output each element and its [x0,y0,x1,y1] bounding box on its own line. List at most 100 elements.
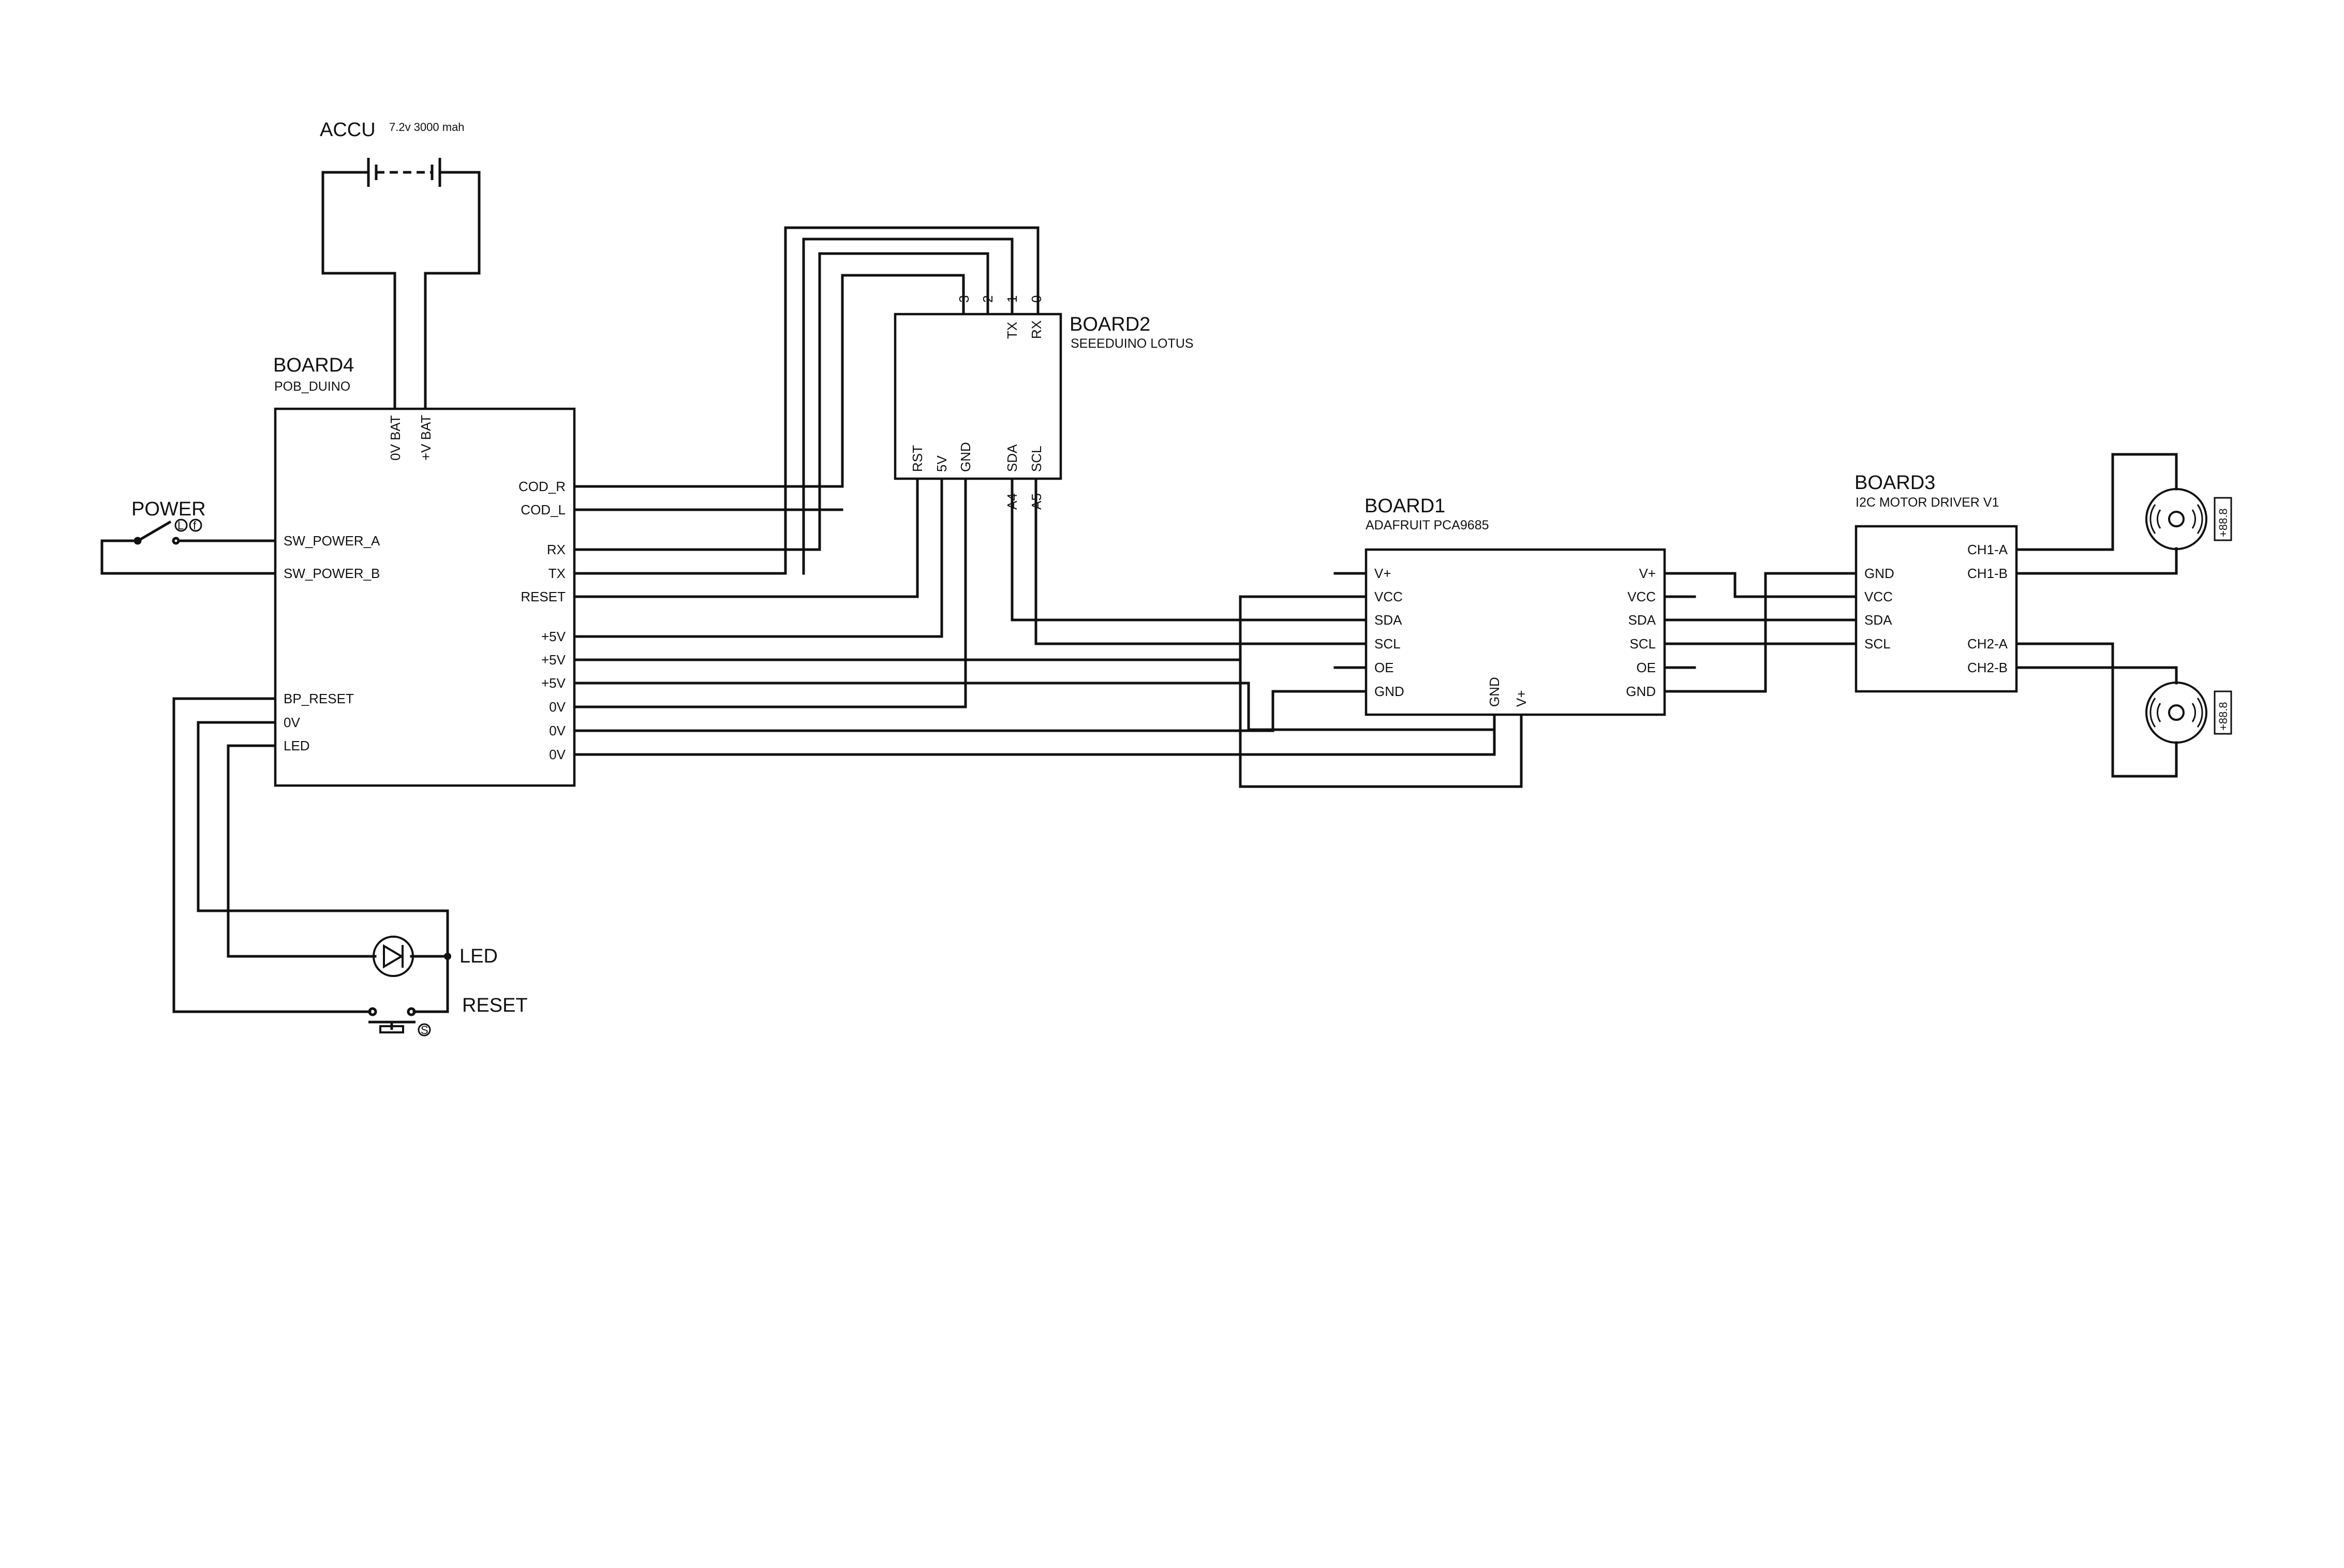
board2-label-a4: A4 [1004,493,1020,510]
board2-num-0: 0 [1029,295,1044,303]
power-switch: POWER L f [131,498,206,545]
board1-pin-gnd-bottom: GND [1487,677,1502,707]
board1-pin-sda-r: SDA [1628,612,1656,628]
board3-title: BOARD3 [1855,472,1935,494]
board4-pin-cod-l: COD_L [521,502,566,517]
board1-pin-scl-l: SCL [1374,636,1401,652]
wire-0v-led [197,721,449,958]
board3-pin-ch1a: CH1-A [1967,542,2008,557]
board4-pin-0vbat: 0V BAT [388,415,403,461]
board2-num-2: 2 [980,295,996,303]
motor-1: +88.8 [2145,488,2232,550]
board2-pin-sda: SDA [1004,444,1020,472]
board4-pin-5v-3: +5V [541,675,566,691]
wire-tx-2 [802,238,1014,575]
led-label: LED [459,945,498,967]
board4-subtitle: POB_DUINO [274,379,350,394]
wire-led-a [410,955,449,1013]
accu-battery: ACCU 7.2v 3000 mah [320,119,465,187]
wire-b1-vplus-r [1663,572,1858,598]
board2-pin-rst: RST [910,445,925,472]
board3-pin-ch2a: CH2-A [1967,636,2008,652]
wire-5v [573,477,943,638]
power-badge-a: L [177,519,184,532]
board2-pin-tx: TX [1004,322,1020,339]
board3-pin-gnd: GND [1864,566,1894,581]
wire-sda [1011,477,1368,622]
board2-pin-scl: SCL [1029,446,1044,472]
board2-subtitle: SEEEDUINO LOTUS [1071,336,1194,351]
board1-pin-gnd-l: GND [1374,684,1404,699]
board4: BOARD4 POB_DUINO 0V BAT +V BAT SW_POWER_… [273,354,576,787]
wire-accu-0v [321,171,396,410]
board2-num-3: 3 [956,295,972,303]
board2-pin-gnd: GND [958,442,973,472]
board1-pin-oe-r: OE [1636,660,1656,675]
wire-0v-a [573,690,1368,732]
reset-label: RESET [462,995,528,1016]
board1-pin-vcc-l: VCC [1374,589,1403,604]
board4-pin-cod-r: COD_R [518,479,566,494]
wire-accu-vbat [424,171,481,410]
board4-pin-5v-2: +5V [541,652,566,668]
board3-pin-ch2b: CH2-B [1967,660,2008,675]
power-badge-b: f [193,519,197,532]
wire-rx [573,252,989,551]
wire-tx [573,226,1040,575]
board1-subtitle: ADAFRUIT PCA9685 [1366,518,1489,532]
board1: BOARD1 ADAFRUIT PCA9685 V+ VCC SDA SCL O… [1364,495,1666,716]
motor-1-readout: +88.8 [2217,508,2230,537]
board3-pin-vcc: VCC [1864,589,1893,604]
board2-pin-5v: 5V [934,455,950,472]
board4-pin-0v-3: 0V [549,747,566,762]
wire-vplus-b1 [1239,658,1523,788]
board3-pin-ch1b: CH1-B [1967,566,2008,581]
board4-pin-reset: RESET [521,589,566,604]
board4-pin-sw-power-b: SW_POWER_B [284,566,380,581]
led-indicator: LED [373,936,498,977]
board3-pin-sda: SDA [1864,612,1892,628]
board1-pin-vcc-r: VCC [1627,589,1656,604]
board1-pin-vplus-r: V+ [1639,566,1656,581]
motor-2-readout: +88.8 [2217,702,2230,731]
wire-led-k [227,744,377,958]
board1-pin-vplus-bottom: V+ [1514,690,1529,707]
accu-spec: 7.2v 3000 mah [389,121,465,134]
wire-0v-b [573,728,1496,756]
board1-pin-sda-l: SDA [1374,612,1402,628]
board2-label-a5: A5 [1029,493,1044,510]
wire-ch2a [2015,642,2178,778]
board4-pin-tx: TX [548,566,566,581]
motor-2: +88.8 [2145,682,2232,744]
board3: BOARD3 I2C MOTOR DRIVER V1 GND VCC SDA S… [1855,472,2018,693]
wire-ch2b [2015,666,2178,685]
reset-button: RESET S [368,995,528,1037]
wire-scl [1034,477,1368,645]
board4-pin-led: LED [284,738,310,753]
board1-pin-vplus-l: V+ [1374,566,1391,581]
wires [100,171,2178,1013]
wire-b1-gnd-r [1663,572,1858,693]
board1-title: BOARD1 [1364,495,1445,517]
board4-pin-sw-power-a: SW_POWER_A [284,533,380,549]
board4-pin-0v-1: 0V [549,699,566,715]
board1-pin-scl-r: SCL [1629,636,1656,652]
accu-label: ACCU [320,119,376,141]
board3-pin-scl: SCL [1864,636,1891,652]
board1-pin-gnd-r: GND [1626,684,1656,699]
power-label: POWER [131,498,206,520]
wire-ch1a [2015,453,2178,551]
wire-ch1b [2015,547,2178,575]
wire-sw-b [100,539,277,575]
board4-pin-0v-2: 0V [549,723,566,738]
board2-num-1: 1 [1004,295,1020,303]
wire-cod-r [573,274,965,488]
board2-pin-rx: RX [1029,320,1044,339]
board4-pin-rx: RX [547,542,566,557]
wire-reset [573,477,919,598]
wire-bp-reset [172,697,372,1013]
board2: BOARD2 SEEEDUINO LOTUS 3 2 1 0 TX RX RST… [894,295,1194,510]
board2-title: BOARD2 [1070,314,1150,335]
board3-subtitle: I2C MOTOR DRIVER V1 [1856,495,1999,510]
